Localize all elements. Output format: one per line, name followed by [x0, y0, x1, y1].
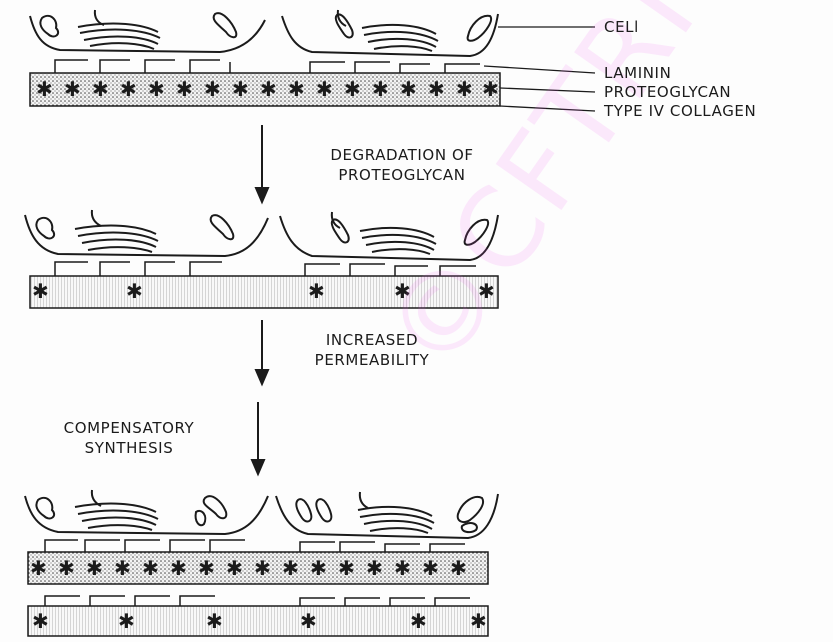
svg-text:✱: ✱: [400, 77, 417, 101]
panel-degraded: ✱ ✱ ✱ ✱ ✱: [25, 210, 498, 308]
svg-text:✱: ✱: [310, 556, 327, 580]
caption-compensatory: COMPENSATORY SYNTHESIS: [20, 418, 238, 458]
svg-text:✱: ✱: [316, 77, 333, 101]
svg-text:✱: ✱: [32, 609, 49, 633]
membrane-band: ✱ ✱ ✱ ✱ ✱: [30, 276, 498, 308]
collagen-marks: ✱ ✱ ✱ ✱ ✱ ✱ ✱ ✱ ✱ ✱ ✱ ✱ ✱ ✱ ✱ ✱ ✱: [36, 77, 499, 101]
caption-permeability-line2: PERMEABILITY: [272, 350, 472, 370]
svg-text:✱: ✱: [254, 556, 271, 580]
svg-text:✱: ✱: [300, 609, 317, 633]
svg-text:✱: ✱: [470, 609, 487, 633]
caption-degradation-line1: DEGRADATION OF: [282, 145, 522, 165]
svg-text:✱: ✱: [394, 556, 411, 580]
svg-text:✱: ✱: [338, 556, 355, 580]
svg-text:✱: ✱: [206, 609, 223, 633]
label-type-iv-collagen: TYPE IV COLLAGEN: [604, 101, 756, 121]
caption-permeability-line1: INCREASED: [272, 330, 472, 350]
svg-text:✱: ✱: [176, 77, 193, 101]
caption-degradation: DEGRADATION OF PROTEOGLYCAN: [282, 145, 522, 185]
svg-text:✱: ✱: [92, 77, 109, 101]
svg-text:✱: ✱: [366, 556, 383, 580]
svg-text:✱: ✱: [394, 279, 411, 303]
caption-compensatory-line2: SYNTHESIS: [20, 438, 238, 458]
svg-text:✱: ✱: [114, 556, 131, 580]
membrane-band-new: ✱ ✱ ✱ ✱ ✱ ✱ ✱ ✱ ✱ ✱ ✱ ✱ ✱ ✱ ✱ ✱: [28, 552, 488, 584]
label-proteoglycan: PROTEOGLYCAN: [604, 82, 731, 102]
label-laminin: LAMININ: [604, 63, 671, 83]
laminin-links: [45, 540, 465, 552]
panel-compensated: ✱ ✱ ✱ ✱ ✱ ✱ ✱ ✱ ✱ ✱ ✱ ✱ ✱ ✱ ✱ ✱ ✱ ✱ ✱ ✱ ✱ ✱: [25, 490, 498, 636]
membrane-band: ✱ ✱ ✱ ✱ ✱ ✱ ✱ ✱ ✱ ✱ ✱ ✱ ✱ ✱ ✱ ✱ ✱: [30, 73, 500, 106]
svg-text:✱: ✱: [422, 556, 439, 580]
laminin-links: [55, 262, 476, 276]
svg-text:✱: ✱: [64, 77, 81, 101]
svg-text:✱: ✱: [478, 279, 495, 303]
cell-layer: [25, 490, 498, 538]
svg-text:✱: ✱: [120, 77, 137, 101]
cell-layer: [25, 210, 498, 260]
svg-text:✱: ✱: [118, 609, 135, 633]
svg-text:✱: ✱: [86, 556, 103, 580]
svg-text:✱: ✱: [36, 77, 53, 101]
svg-text:✱: ✱: [308, 279, 325, 303]
svg-text:✱: ✱: [226, 556, 243, 580]
svg-text:✱: ✱: [30, 556, 47, 580]
caption-compensatory-line1: COMPENSATORY: [20, 418, 238, 438]
svg-text:✱: ✱: [456, 77, 473, 101]
membrane-band-old: ✱ ✱ ✱ ✱ ✱ ✱: [28, 606, 488, 636]
svg-text:✱: ✱: [288, 77, 305, 101]
svg-text:✱: ✱: [32, 279, 49, 303]
svg-text:✱: ✱: [142, 556, 159, 580]
caption-permeability: INCREASED PERMEABILITY: [272, 330, 472, 370]
svg-text:✱: ✱: [198, 556, 215, 580]
svg-text:✱: ✱: [148, 77, 165, 101]
cell-layer: [30, 10, 498, 56]
panel-intact: ✱ ✱ ✱ ✱ ✱ ✱ ✱ ✱ ✱ ✱ ✱ ✱ ✱ ✱ ✱ ✱ ✱: [30, 10, 595, 111]
arrow-synthesis: [252, 402, 264, 474]
svg-text:✱: ✱: [450, 556, 467, 580]
svg-text:✱: ✱: [126, 279, 143, 303]
arrow-permeability: [256, 320, 268, 384]
arrow-degradation: [256, 125, 268, 202]
svg-text:✱: ✱: [428, 77, 445, 101]
svg-text:✱: ✱: [282, 556, 299, 580]
svg-text:✱: ✱: [260, 77, 277, 101]
svg-text:✱: ✱: [372, 77, 389, 101]
caption-degradation-line2: PROTEOGLYCAN: [282, 165, 522, 185]
laminin-links: [55, 60, 480, 73]
svg-text:✱: ✱: [482, 77, 499, 101]
svg-text:✱: ✱: [344, 77, 361, 101]
svg-text:✱: ✱: [232, 77, 249, 101]
laminin-links-lower: [45, 596, 470, 606]
label-cell: CELl: [604, 17, 639, 37]
svg-text:✱: ✱: [170, 556, 187, 580]
svg-text:✱: ✱: [58, 556, 75, 580]
svg-text:✱: ✱: [204, 77, 221, 101]
svg-text:✱: ✱: [410, 609, 427, 633]
